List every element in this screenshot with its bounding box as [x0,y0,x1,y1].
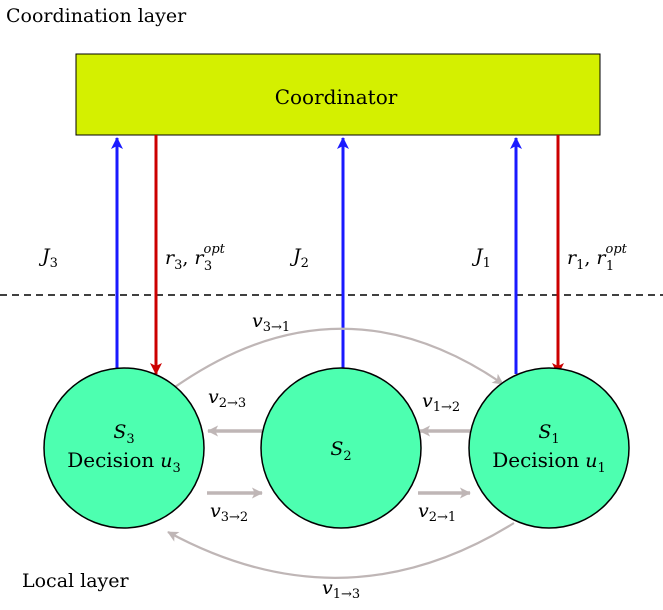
flow-3-to-1 [174,327,504,388]
coordinator-box [75,53,601,136]
label-j1: J1 [471,245,491,271]
coordination-layer-label: Coordination layer [6,5,187,27]
node-s2-title: S2 [330,438,351,464]
label-v3-2: v3→2 [210,500,248,525]
node-s3-title: S3 [113,421,134,447]
label-j3: J3 [38,245,58,271]
node-s3 [43,367,205,529]
flow-1-to-3 [167,522,515,579]
label-v1-2: v1→2 [422,390,460,415]
node-s1-title: S1 [538,421,559,447]
node-s2 [260,367,422,529]
label-v3-1: v3→1 [252,310,290,335]
coordinator-label: Coordinator [275,85,398,109]
label-v2-1: v2→1 [418,500,456,525]
label-j2: J2 [289,245,309,271]
local-layer-label: Local layer [22,570,130,592]
node-s1 [468,367,630,529]
label-v2-3: v2→3 [208,386,246,411]
label-v1-3: v1→3 [322,577,360,602]
